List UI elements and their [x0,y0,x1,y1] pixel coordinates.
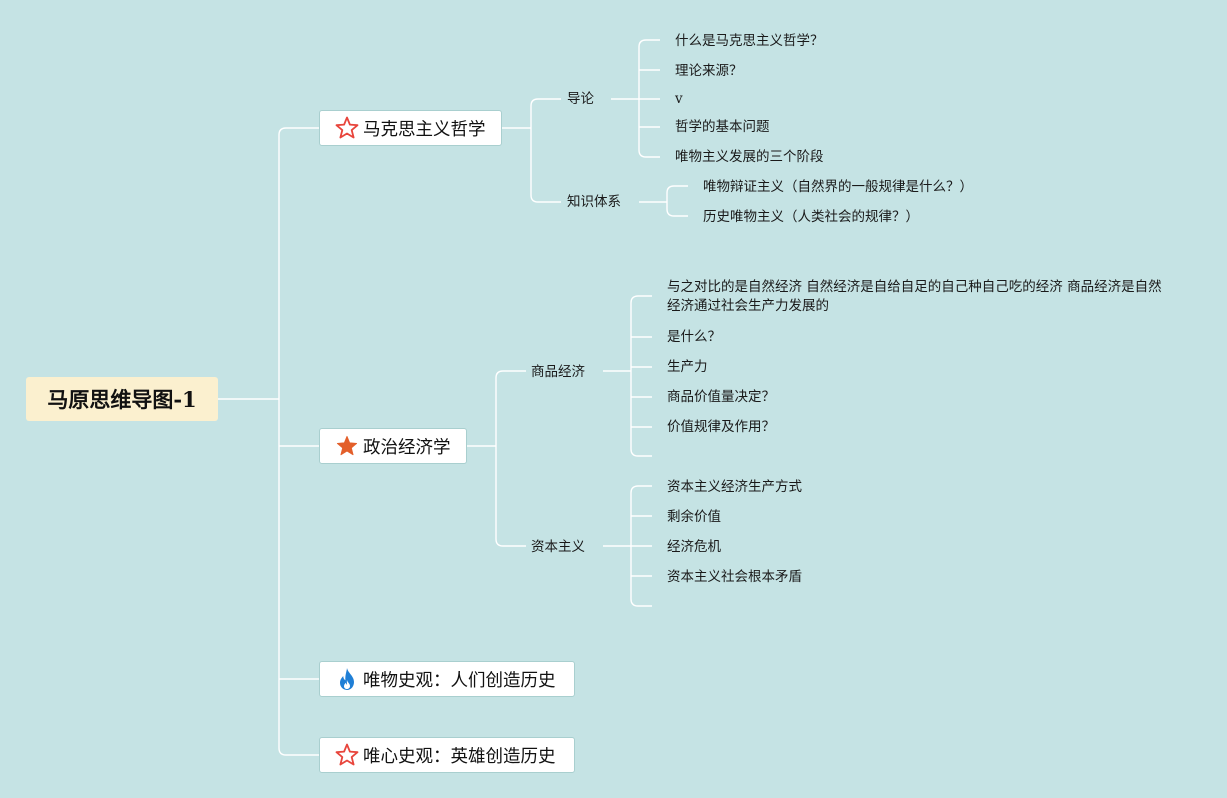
leaf-item[interactable]: 资本主义经济生产方式 [667,479,802,495]
leaf-item[interactable]: 唯物辩证主义（自然界的一般规律是什么？） [703,179,973,195]
subtopic-capitalism[interactable]: 资本主义 [531,539,585,555]
subtopic-knowledge-system[interactable]: 知识体系 [567,194,621,210]
branch-label: 唯物史观：人们创造历史 [363,670,556,691]
leaf-item[interactable]: 唯物主义发展的三个阶段 [675,149,824,165]
leaf-item[interactable]: 经济危机 [667,539,721,555]
branch-label: 唯心史观：英雄创造历史 [363,746,556,767]
leaf-item[interactable]: 与之对比的是自然经济 自然经济是自给自足的自己种自己吃的经济 商品经济是自然经济… [667,279,1162,314]
leaf-item[interactable]: 商品价值量决定？ [667,389,775,405]
branch-label: 政治经济学 [363,437,451,458]
subtopic-introduction[interactable]: 导论 [567,91,594,107]
leaf-item[interactable]: 理论来源？ [675,63,743,79]
leaf-item[interactable]: 什么是马克思主义哲学？ [675,33,824,49]
leaf-item[interactable]: v [675,91,683,107]
leaf-item[interactable]: 哲学的基本问题 [675,119,770,135]
star-outline-icon [334,115,360,141]
branch-label: 马克思主义哲学 [363,119,486,140]
leaf-item[interactable]: 剩余价值 [667,509,721,525]
branch-historical-idealism[interactable]: 唯心史观：英雄创造历史 [319,737,575,773]
flame-icon [334,666,360,692]
branch-historical-materialism[interactable]: 唯物史观：人们创造历史 [319,661,575,697]
subtopic-commodity-economy[interactable]: 商品经济 [531,364,585,380]
branch-political-economy[interactable]: 政治经济学 [319,428,467,464]
star-filled-icon [334,433,360,459]
root-node[interactable]: 马原思维导图-1 [26,377,218,421]
leaf-item[interactable]: 价值规律及作用？ [667,419,775,435]
leaf-item[interactable]: 是什么？ [667,329,721,345]
branch-marxist-philosophy[interactable]: 马克思主义哲学 [319,110,502,146]
leaf-item[interactable]: 生产力 [667,359,708,375]
leaf-item[interactable]: 资本主义社会根本矛盾 [667,569,802,585]
root-title: 马原思维导图-1 [47,387,197,412]
leaf-item[interactable]: 历史唯物主义（人类社会的规律？） [703,209,919,225]
star-outline-icon [334,742,360,768]
